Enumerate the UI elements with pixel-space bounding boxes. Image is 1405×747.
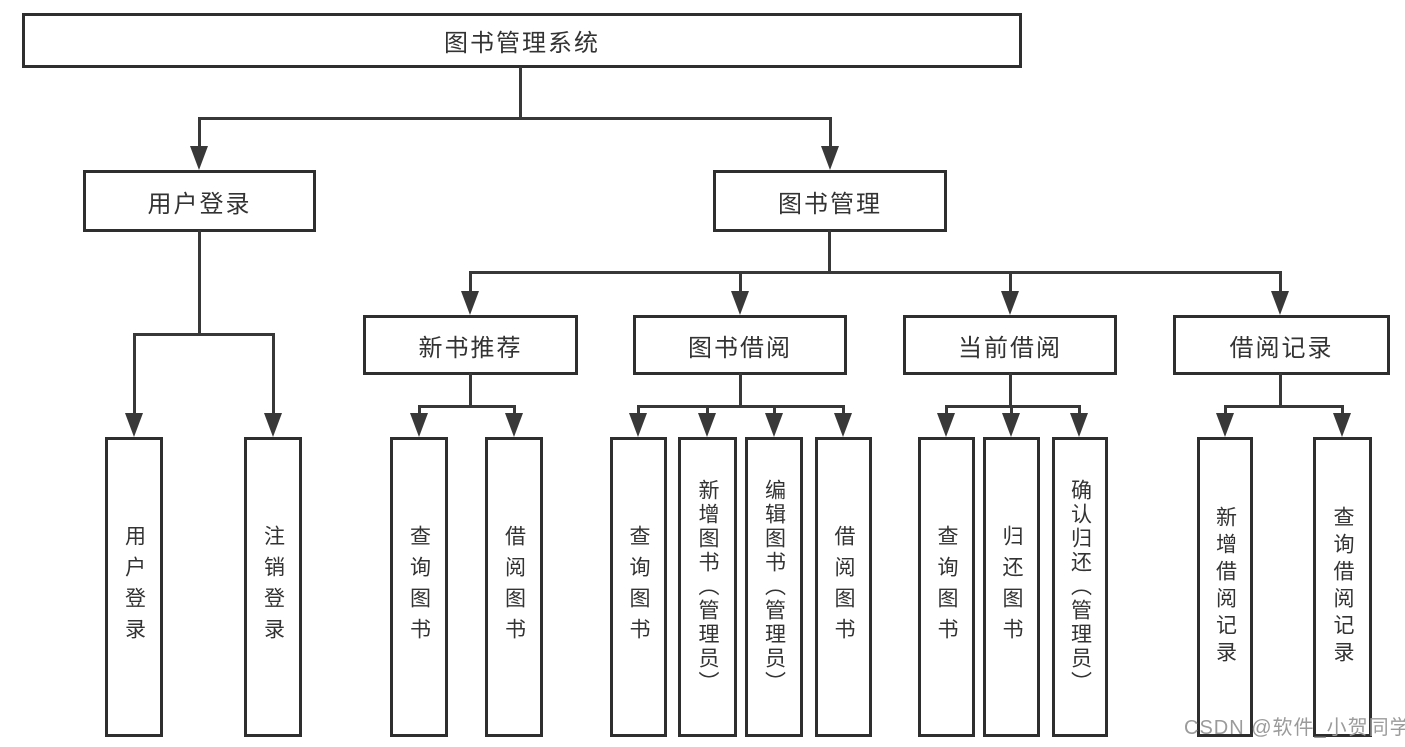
leaf-edit-book-admin: 编辑图书（管理员） <box>745 437 803 737</box>
connector-line <box>418 405 516 408</box>
arrow-down-icon <box>937 413 955 437</box>
leaf-query-book-borrow-label: 查询图书 <box>627 525 650 649</box>
connector-line <box>945 405 1081 408</box>
connector-line <box>773 405 776 415</box>
arrow-down-icon <box>1002 413 1020 437</box>
leaf-add-book-admin-label: 新增图书（管理员） <box>696 479 719 695</box>
leaf-borrow-book-rec-label: 借阅图书 <box>502 525 526 649</box>
leaf-add-book-admin: 新增图书（管理员） <box>678 437 737 737</box>
arrow-down-icon <box>731 291 749 315</box>
watermark-text: CSDN @软件_小贺同学 <box>1184 717 1405 739</box>
connector-line <box>272 333 275 414</box>
connector-line <box>1341 405 1344 415</box>
arrow-down-icon <box>264 413 282 437</box>
node-user-login: 用户登录 <box>83 170 316 232</box>
arrow-down-icon <box>461 291 479 315</box>
connector-line <box>637 405 640 415</box>
leaf-return-book-label: 归还图书 <box>1000 525 1023 649</box>
arrow-down-icon <box>834 413 852 437</box>
arrow-down-icon <box>765 413 783 437</box>
node-root: 图书管理系统 <box>22 13 1022 68</box>
arrow-down-icon <box>1271 291 1289 315</box>
node-book-borrow-label: 图书借阅 <box>688 334 792 362</box>
arrow-down-icon <box>1333 413 1351 437</box>
connector-line <box>739 373 742 408</box>
leaf-logout-label: 注销登录 <box>261 525 285 649</box>
leaf-borrow-book-rec: 借阅图书 <box>485 437 543 737</box>
leaf-query-book-rec-label: 查询图书 <box>407 525 431 649</box>
node-book-mgmt: 图书管理 <box>713 170 947 232</box>
leaf-query-borrow-record: 查询借阅记录 <box>1313 437 1372 737</box>
connector-line <box>133 333 136 414</box>
node-book-borrow: 图书借阅 <box>633 315 847 375</box>
arrow-down-icon <box>505 413 523 437</box>
arrow-down-icon <box>410 413 428 437</box>
leaf-borrow-book-borrow-label: 借阅图书 <box>832 525 855 649</box>
leaf-query-book-rec: 查询图书 <box>390 437 448 737</box>
arrow-down-icon <box>1001 291 1019 315</box>
connector-line <box>469 271 472 292</box>
node-new-book-rec: 新书推荐 <box>363 315 578 375</box>
node-new-book-rec-label: 新书推荐 <box>418 334 523 362</box>
connector-line <box>469 271 1282 274</box>
leaf-user-login-label: 用户登录 <box>122 525 146 649</box>
leaf-edit-book-admin-label: 编辑图书（管理员） <box>762 479 786 695</box>
node-book-mgmt-label: 图书管理 <box>778 190 882 218</box>
arrow-down-icon <box>698 413 716 437</box>
leaf-query-borrow-record-label: 查询借阅记录 <box>1331 506 1354 668</box>
node-user-login-label: 用户登录 <box>147 190 252 218</box>
connector-line <box>133 333 275 336</box>
arrow-down-icon <box>125 413 143 437</box>
connector-line <box>739 271 742 292</box>
connector-line <box>469 373 472 408</box>
node-borrow-record: 借阅记录 <box>1173 315 1390 375</box>
arrow-down-icon <box>821 146 839 170</box>
connector-line <box>1009 373 1012 408</box>
connector-line <box>1010 405 1013 415</box>
connector-line <box>1009 271 1012 292</box>
connector-line <box>1224 405 1227 415</box>
connector-line <box>842 405 845 415</box>
leaf-return-book: 归还图书 <box>983 437 1040 737</box>
leaf-query-book-borrow: 查询图书 <box>610 437 667 737</box>
arrow-down-icon <box>629 413 647 437</box>
node-root-label: 图书管理系统 <box>444 30 600 57</box>
arrow-down-icon <box>1070 413 1088 437</box>
leaf-confirm-return-admin-label: 确认归还（管理员） <box>1068 479 1092 695</box>
connector-line <box>198 117 201 148</box>
leaf-add-borrow-record-label: 新增借阅记录 <box>1213 506 1237 668</box>
node-current-borrow: 当前借阅 <box>903 315 1117 375</box>
leaf-user-login: 用户登录 <box>105 437 163 737</box>
leaf-logout: 注销登录 <box>244 437 302 737</box>
leaf-borrow-book-borrow: 借阅图书 <box>815 437 872 737</box>
node-current-borrow-label: 当前借阅 <box>958 334 1062 362</box>
leaf-confirm-return-admin: 确认归还（管理员） <box>1052 437 1108 737</box>
connector-line <box>637 405 845 408</box>
arrow-down-icon <box>190 146 208 170</box>
connector-line <box>828 230 831 273</box>
arrow-down-icon <box>1216 413 1234 437</box>
connector-line <box>706 405 709 415</box>
leaf-query-book-current: 查询图书 <box>918 437 975 737</box>
connector-line <box>1279 373 1282 408</box>
connector-line <box>1279 271 1282 292</box>
connector-line <box>945 405 948 415</box>
leaf-add-borrow-record: 新增借阅记录 <box>1197 437 1253 737</box>
node-borrow-record-label: 借阅记录 <box>1229 334 1334 362</box>
connector-line <box>829 117 832 148</box>
connector-line <box>418 405 421 415</box>
connector-line <box>1224 405 1344 408</box>
connector-line <box>198 230 201 336</box>
leaf-query-book-current-label: 查询图书 <box>935 525 958 649</box>
connector-line <box>198 117 832 120</box>
connector-line <box>513 405 516 415</box>
connector-line <box>1078 405 1081 415</box>
connector-line <box>519 67 522 119</box>
